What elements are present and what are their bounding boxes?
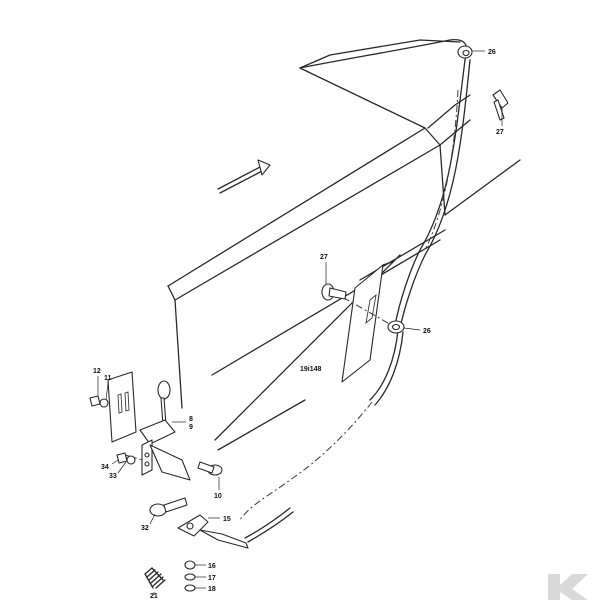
callout-26-top: 26 [488,49,496,56]
latch-hook [139,419,191,481]
callout-12: 12 [93,368,101,375]
callout-27-middle: 27 [320,254,328,261]
callout-26-middle: 26 [423,328,431,335]
bolt-middle [321,283,347,301]
ring-pin [157,380,171,426]
drawing-reference-code: 19i148 [300,366,322,373]
callout-11: 11 [104,375,112,382]
callout-18: 18 [208,586,216,593]
cable-clamp-top [457,45,473,59]
washer-stack [184,560,196,592]
callout-32: 32 [141,525,149,532]
cable-clamp-middle [387,320,405,334]
callout-10: 10 [214,493,222,500]
latch-plate [107,371,137,443]
callout-labels: 26 27 27 26 12 11 8 9 34 33 10 32 15 16 … [93,49,504,600]
guide-lines [124,89,459,463]
direction-arrow [217,159,271,194]
bolt-top [492,89,509,121]
hopper-body [167,39,521,451]
callout-9: 9 [189,424,193,431]
callout-17: 17 [208,575,216,582]
callout-34: 34 [101,464,109,471]
leader-lines [97,50,503,595]
callout-21: 21 [150,593,158,600]
callout-8: 8 [189,416,193,423]
spring [144,567,166,589]
callout-27-top: 27 [496,129,504,136]
brand-logo-icon [548,574,588,600]
mounting-bracket [341,261,393,383]
nut-washer-top [89,395,109,408]
carriage-bolt [197,461,223,476]
callout-15: 15 [223,516,231,523]
knob [149,497,188,517]
callout-16: 16 [208,563,216,570]
lever [177,514,249,549]
nut-washer-lower [116,452,136,465]
callout-33: 33 [109,473,117,480]
